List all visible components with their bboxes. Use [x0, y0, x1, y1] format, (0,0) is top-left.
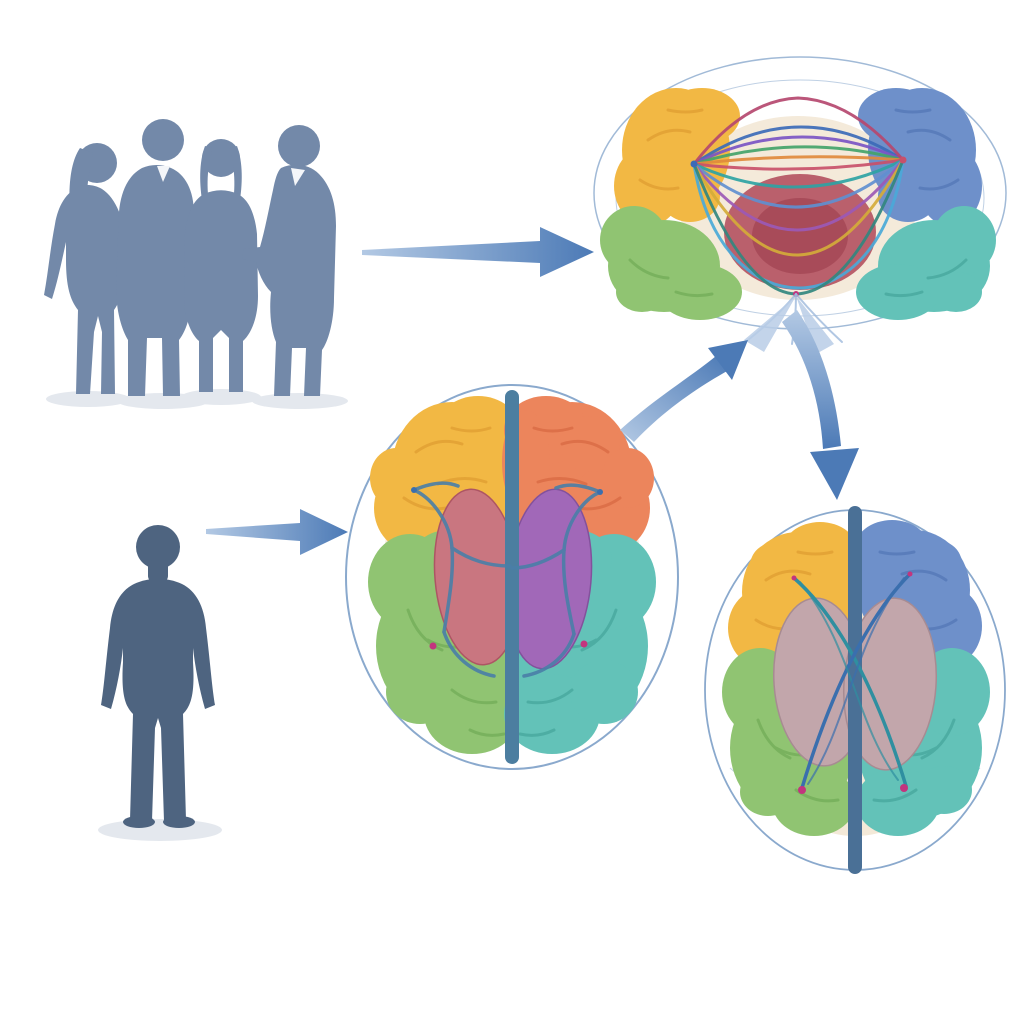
brain-middle-illustration	[345, 384, 679, 770]
brain-middle-vessel-hub-left	[411, 487, 417, 493]
brain-bottom-dot-top-left	[791, 575, 797, 581]
brain-network-deep-structure-core	[752, 198, 848, 274]
brain-bottom-dot-right	[900, 784, 908, 792]
flow-arrows	[206, 227, 859, 555]
single-person-illustration	[98, 525, 222, 841]
person-silhouette-man-right	[242, 125, 336, 396]
brain-network-gyri-teal	[884, 258, 968, 298]
arrow-network-brain-to-bottom-brain	[782, 310, 859, 500]
person-silhouette-woman-left	[44, 143, 128, 394]
brain-middle-vessel-hub-right	[597, 489, 603, 495]
brain-bottom-dot-top-right	[907, 571, 913, 577]
person-silhouette-single-man	[101, 525, 215, 828]
arrow-middle-brain-to-network-brain	[620, 340, 748, 442]
brain-network-hub-right	[899, 156, 907, 164]
brain-bottom-dot-left	[798, 786, 806, 794]
brain-middle-vessels	[412, 481, 602, 678]
brain-network-lobe-posterior-teal	[856, 206, 996, 320]
brain-network-illustration	[593, 56, 1007, 354]
people-group-illustration	[44, 119, 348, 409]
brain-network-gyri-green	[628, 258, 714, 298]
brain-network-fan-wedge-left	[744, 296, 796, 352]
people-group-shadows	[46, 389, 348, 409]
brain-network-fan-wedge-right	[796, 296, 834, 354]
brain-network-lobe-posterior-green	[600, 206, 742, 320]
brain-network-gyri-blue	[894, 108, 960, 191]
arrow-person-to-middle-brain	[206, 509, 348, 555]
arrow-group-to-network-brain	[362, 227, 594, 277]
brain-bottom-illustration	[704, 506, 1006, 874]
brain-middle-dot-right	[580, 640, 588, 648]
brain-middle-longitudinal-fissure	[505, 390, 519, 764]
brain-middle-dot-left	[429, 642, 437, 650]
brain-network-hub-left	[690, 160, 698, 168]
person-silhouette-woman-middle	[184, 139, 258, 392]
single-person-shadow	[98, 819, 222, 841]
brain-network-gyri-yellow	[638, 108, 704, 191]
person-silhouette-man-suit	[116, 119, 194, 396]
brain-bottom-fiber-tracts	[792, 572, 912, 790]
brain-middle-skull-outline	[345, 384, 679, 770]
